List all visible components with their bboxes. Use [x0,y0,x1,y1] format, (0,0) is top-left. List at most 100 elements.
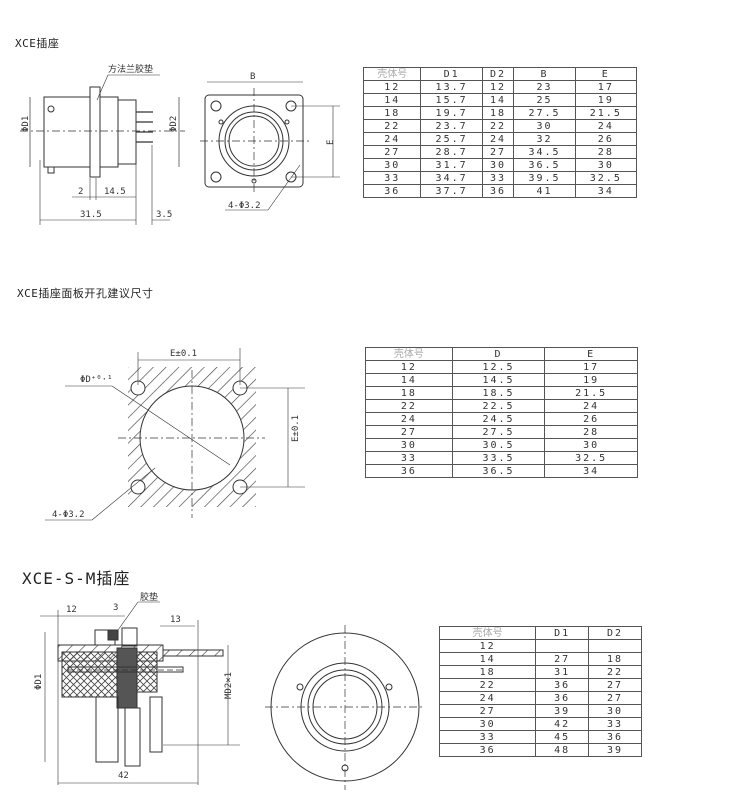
table-cell: 27 [588,691,642,705]
column-header: D2 [588,626,642,640]
table-cell: 36 [438,743,537,757]
table-cell: 27 [438,704,537,718]
table-cell: 24 [544,399,638,413]
table-cell: 30 [544,438,638,452]
table-cell: 32.5 [574,171,638,185]
b-label: B [250,72,255,82]
table-cell: 36 [588,730,642,744]
table-cell: 21.5 [544,386,638,400]
table-cell: 24 [481,132,515,146]
table-cell: 24 [362,132,422,146]
table-cell: 22.5 [451,399,546,413]
column-header: B [513,67,576,81]
xce-socket-drawing: 方法兰胶垫 ΦD1 ΦD2 2 14.5 31.5 3.5 B E 4-Φ3.2 [20,63,340,225]
table-cell: 14 [438,652,537,666]
dim-14-5-label: 14.5 [104,187,126,197]
table-cell: 19.7 [420,106,483,120]
table-cell: 27 [481,145,515,159]
table-cell: 28.7 [420,145,483,159]
table-cell: 12 [481,80,515,94]
table-cell: 18.5 [451,386,546,400]
dim-31-5-label: 31.5 [80,210,102,220]
dim-13-label: 13 [170,615,181,625]
table-cell: 30.5 [451,438,546,452]
table-cell [588,639,642,653]
table-cell: 48 [535,743,590,757]
table-cell: 30 [365,438,453,452]
column-header: D1 [535,626,590,640]
table-cell: 19 [574,93,638,107]
table-cell: 41 [513,184,576,198]
table-cell: 36 [535,691,590,705]
table-cell: 17 [574,80,638,94]
e-top-label: E±0.1 [170,349,197,359]
e-side-label: E±0.1 [291,415,301,442]
table-cell: 36.5 [513,158,576,172]
table-cell: 34 [574,184,638,198]
table-cell: 45 [535,730,590,744]
table-cell: 24.5 [451,412,546,426]
table-cell: 30 [481,158,515,172]
column-header: D [451,347,546,361]
table-cell: 12 [365,360,453,374]
table-cell [535,639,590,653]
table-cell: 33 [438,730,537,744]
table-cell: 33 [588,717,642,731]
table-cell: 17 [544,360,638,374]
dim-42-label: 42 [118,771,129,781]
table-cell: 25.7 [420,132,483,146]
table-cell: 36 [365,464,453,478]
section-title-xce-s-m: XCE-S-M插座 [22,569,131,588]
xce-s-m-socket-drawing: 12 3 胶垫 13 ΦD1 MD2×1 42 [34,591,425,790]
table-cell: 14.5 [451,373,546,387]
table-cell: 24 [574,119,638,133]
section-title-xce: XCE插座 [15,37,60,50]
table-cell: 33 [481,171,515,185]
table-row: 12 [438,639,642,653]
table-cell: 23 [513,80,576,94]
table-cell: 30 [438,717,537,731]
table-cell: 25 [513,93,576,107]
table-cell: 18 [362,106,422,120]
table-cell: 39 [588,743,642,757]
table-cell: 27 [362,145,422,159]
table-cell: 23.7 [420,119,483,133]
table-cell: 18 [438,665,537,679]
section-title-panel-cutout: XCE插座面板开孔建议尺寸 [17,287,154,300]
table-cell: 37.7 [420,184,483,198]
d2-label: ΦD2 [169,116,179,132]
table-cell: 27 [535,652,590,666]
table-cell: 32.5 [544,451,638,465]
d1-label: ΦD1 [34,674,44,690]
column-header: 壳体号 [438,626,537,640]
table-cell: 14 [481,93,515,107]
table-cell: 12 [438,639,537,653]
e-label: E [326,140,336,145]
column-header: E [574,67,638,81]
table-cell: 34 [544,464,638,478]
column-header: 壳体号 [362,67,422,81]
table-cell: 32 [513,132,576,146]
table-cell: 18 [365,386,453,400]
table-cell: 18 [588,652,642,666]
